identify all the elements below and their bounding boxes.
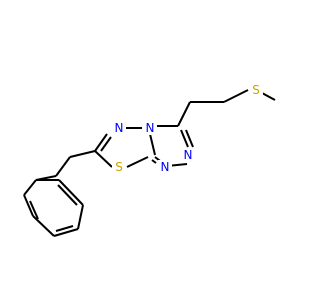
atom-bg: [112, 121, 126, 135]
atom-bg: [112, 160, 126, 174]
bond: [55, 156, 71, 177]
bond: [57, 184, 78, 206]
bond: [149, 133, 156, 156]
atom-s-thioether: S: [252, 83, 260, 97]
bond: [58, 179, 84, 206]
bond: [180, 129, 189, 148]
atom-s-ring: S: [115, 160, 123, 174]
atom-labels: S N N N N S: [112, 83, 263, 174]
atom-bg: [143, 121, 157, 135]
bond: [261, 92, 276, 101]
bond: [29, 200, 39, 220]
molecule-diagram: S N N N N S: [23, 83, 276, 237]
bond: [94, 133, 108, 152]
bond: [94, 150, 113, 168]
bond: [32, 215, 55, 237]
atom-bg: [158, 160, 172, 174]
bond: [53, 228, 79, 237]
bond: [69, 150, 96, 158]
bond: [23, 194, 34, 217]
bond: [185, 129, 194, 148]
bonds: [23, 89, 276, 237]
atom-n-ring-top: N: [115, 121, 124, 135]
bond: [177, 101, 191, 127]
bond: [223, 89, 249, 103]
bond: [100, 136, 112, 152]
bond: [126, 156, 149, 168]
atom-n-triazole-b: N: [161, 160, 170, 174]
atom-bg: [249, 83, 263, 97]
atom-bg: [181, 148, 195, 162]
bond: [77, 204, 84, 230]
atom-n-triazole-a: N: [184, 148, 193, 162]
atom-n-bridge: N: [146, 121, 155, 135]
bond: [23, 179, 37, 196]
bond: [55, 225, 74, 232]
bond: [151, 159, 157, 164]
molecule-structure: S N N N N S: [23, 83, 276, 237]
